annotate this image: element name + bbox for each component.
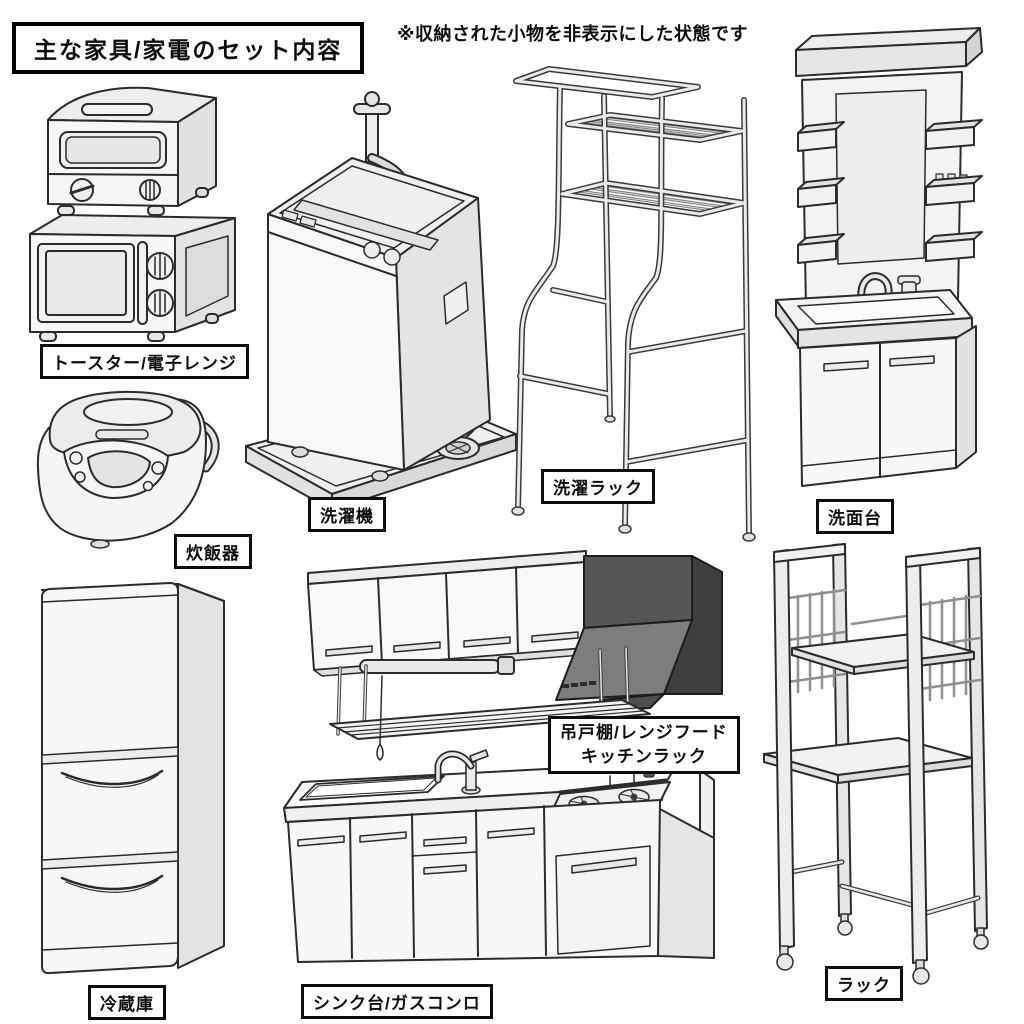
label-toaster-microwave: トースター/電子レンジ [40,344,249,379]
rice-cooker-display [87,450,151,489]
washstand-door-handle [823,360,869,372]
label-rice-cooker: 炊飯器 [174,534,252,569]
toaster-oven-illustration [47,86,217,216]
washing-machine-panel [293,199,439,251]
label-cupboard-hood: 吊戸棚/レンジフード キッチンラック [548,716,740,774]
washstand-basin [797,296,955,325]
rice-cooker-illustration [36,390,220,549]
refrigerator-handle [60,874,164,891]
cabinet-handle [359,831,407,843]
refrigerator-handle [60,769,164,786]
label-cupboard-hood-line1: 吊戸棚/レンジフード [560,723,728,742]
sink-faucet [434,749,489,795]
drawer-handle [423,864,467,875]
cupboard-handle [325,645,373,657]
washstand-door-handle [889,355,935,367]
microwave-illustration [29,214,236,342]
microwave-door-handle [137,241,148,325]
sink-stove-illustration [283,749,715,963]
rack-shelf [763,737,973,784]
rack-shelf [791,633,975,675]
header-note: ※収納された小物を非表示にした状態です [397,24,748,44]
toaster-handle [81,103,153,116]
kitchen-rack-illustration [763,543,989,985]
refrigerator-illustration [41,582,225,975]
label-cupboard-hood-line2: キッチンラック [580,746,707,766]
washstand-illustration [775,27,983,487]
label-sink-stove: シンク台/ガスコンロ [301,984,493,1019]
cupboard-handle [463,636,511,648]
laundry-rack-illustration [511,66,756,542]
rack-casters [776,913,989,985]
label-refrigerator: 冷蔵庫 [88,985,166,1020]
cabinet-handle [487,827,535,839]
washing-machine-handle [443,281,469,325]
cupboard-handle [393,641,441,653]
label-kitchen-rack: ラック [825,966,903,1001]
label-washing-machine: 洗濯機 [308,497,386,532]
grill-door-handle [571,857,637,874]
hanging-kitchen-rack-illustration [329,646,651,761]
hanging-cupboard-illustration [307,550,595,677]
washstand-side-shelves [797,119,983,264]
cupboard-handle [531,631,579,643]
pull-cord [376,743,384,761]
washstand-mirror [835,89,927,265]
sink-basin [299,775,445,801]
washing-machine-illustration [245,91,517,511]
page-title: 主な家具/家電のセット内容 [12,22,365,74]
label-washstand: 洗面台 [816,499,894,534]
drawer-handle [423,836,467,847]
label-laundry-rack: 洗濯ラック [541,469,655,504]
cabinet-handle [297,835,345,847]
hood-vent-slots [562,681,596,688]
